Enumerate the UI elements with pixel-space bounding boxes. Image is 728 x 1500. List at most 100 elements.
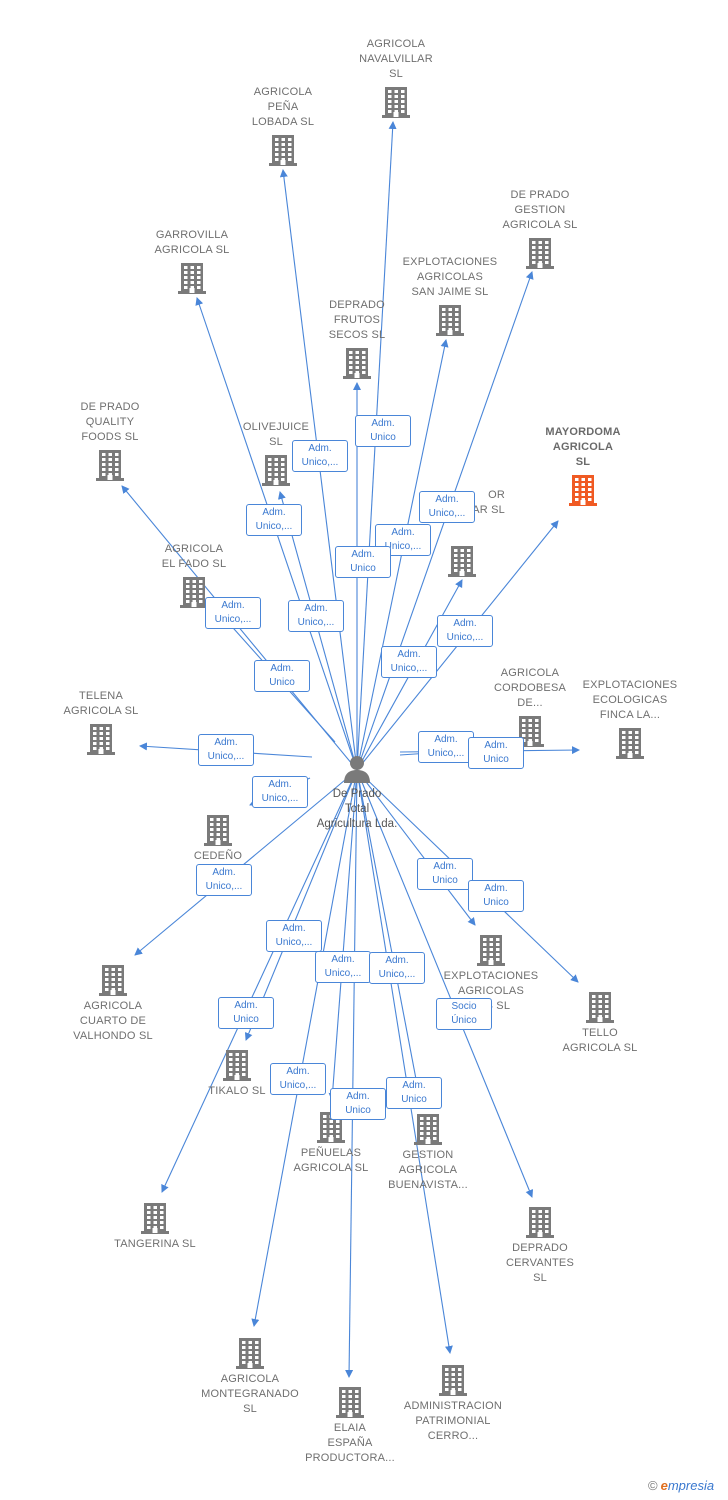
edge-buenavista	[356, 769, 423, 1101]
company-name: OLIVEJUICE SL	[242, 421, 310, 448]
building-icon	[141, 1203, 169, 1234]
company-name: AGRICOLA NAVALVILLAR SL	[359, 38, 433, 80]
building-icon	[96, 450, 124, 481]
building-icon	[236, 1338, 264, 1369]
company-node-mayordoma[interactable]: MAYORDOMA AGRICOLA SL	[518, 425, 648, 507]
building-icon	[616, 728, 644, 759]
edge-label-cordobesa[interactable]: Adm. Unico,...	[418, 731, 474, 763]
edge-label-cedeno[interactable]: Adm. Unico,...	[252, 776, 308, 808]
company-name: AGRICOLA CUARTO DE VALHONDO SL	[73, 1000, 153, 1042]
company-node-admin-cerro[interactable]: ADMINISTRACION PATRIMONIAL CERRO...	[388, 1363, 518, 1444]
edge-label-admin-cerro[interactable]: Adm. Unico	[386, 1077, 442, 1109]
building-icon	[223, 1050, 251, 1081]
edge-label-telena[interactable]: Adm. Unico,...	[198, 734, 254, 766]
brand-initial: e	[660, 1478, 668, 1493]
center-person-node[interactable]: De Prado Total Agricultura Lda.	[297, 754, 417, 832]
company-name: TELENA AGRICOLA SL	[63, 690, 139, 717]
edge-label-tangerina[interactable]: Adm. Unico	[218, 997, 274, 1029]
edge-label-olivar[interactable]: Adm. Unico,...	[381, 646, 437, 678]
edge-elaia	[345, 769, 358, 1378]
company-name: EXPLOTACIONES AGRICOLAS SAN JAIME SL	[402, 256, 498, 298]
building-icon	[262, 455, 290, 486]
edge-label-penuelas[interactable]: Adm. Unico,...	[315, 951, 371, 983]
building-icon	[526, 238, 554, 269]
person-icon	[344, 756, 370, 783]
company-node-montegranado[interactable]: AGRICOLA MONTEGRANADO SL	[185, 1336, 315, 1417]
edge-label-garrovilla[interactable]: Adm. Unico,...	[246, 504, 302, 536]
company-node-cervantes[interactable]: DEPRADO CERVANTES SL	[475, 1205, 605, 1286]
company-node-olivar[interactable]: OR OLIVAR SL	[447, 489, 505, 578]
company-name: DE PRADO GESTION AGRICOLA SL	[502, 189, 578, 231]
edge-label-elaia[interactable]: Adm. Unico	[330, 1088, 386, 1120]
edge-label-cervantes[interactable]: Socio Único	[436, 998, 492, 1030]
edge-label-deprado-gestion[interactable]: Adm. Unico,...	[419, 491, 475, 523]
company-name: EXPLOTACIONES ECOLOGICAS FINCA LA...	[582, 679, 678, 721]
company-node-finca-la[interactable]: EXPLOTACIONES ECOLOGICAS FINCA LA...	[565, 678, 695, 760]
company-node-frutos-secos[interactable]: DEPRADO FRUTOS SECOS SL	[292, 298, 422, 380]
edge-tikalo	[244, 769, 358, 1041]
building-icon	[269, 135, 297, 166]
company-node-tello[interactable]: TELLO AGRICOLA SL	[535, 990, 665, 1056]
company-node-pena-lobada[interactable]: AGRICOLA PEÑA LOBADA SL	[218, 85, 348, 167]
building-icon	[569, 475, 597, 506]
building-icon	[99, 965, 127, 996]
company-name: AGRICOLA CORDOBESA DE...	[493, 667, 567, 709]
edge-label-pena-lobada[interactable]: Adm. Unico,...	[292, 440, 348, 472]
company-node-telena[interactable]: TELENA AGRICOLA SL	[36, 689, 166, 756]
company-node-navalvillar[interactable]: AGRICOLA NAVALVILLAR SL	[331, 37, 461, 119]
company-node-tangerina[interactable]: TANGERINA SL	[90, 1201, 220, 1252]
edge-label-mayordoma[interactable]: Adm. Unico,...	[437, 615, 493, 647]
company-node-cordobesa[interactable]: AGRICOLA CORDOBESA DE...	[465, 666, 595, 748]
edge-label-cuarto-valhondo[interactable]: Adm. Unico,...	[196, 864, 252, 896]
company-node-olivejuice[interactable]: OLIVEJUICE SL	[211, 420, 341, 487]
company-node-deprado-gestion[interactable]: DE PRADO GESTION AGRICOLA SL	[475, 188, 605, 270]
company-node-garrovilla[interactable]: GARROVILLA AGRICOLA SL	[127, 228, 257, 295]
building-icon	[414, 1114, 442, 1145]
company-node-buenavista[interactable]: GESTION AGRICOLA BUENAVISTA...	[363, 1112, 493, 1193]
edge-label-olivejuice[interactable]: Adm. Unico,...	[288, 600, 344, 632]
company-name: GARROVILLA AGRICOLA SL	[154, 229, 230, 256]
edge-cuarto-valhondo	[134, 769, 358, 956]
edge-montegranado	[251, 769, 358, 1327]
edge-label-finca-la[interactable]: Adm. Unico	[468, 737, 524, 769]
edge-label-explot-tas[interactable]: Adm. Unico	[417, 858, 473, 890]
building-icon	[178, 263, 206, 294]
edge-label-san-jaime[interactable]: Adm. Unico,...	[375, 524, 431, 556]
company-name: ELAIA ESPAÑA PRODUCTORA...	[305, 1422, 395, 1464]
building-icon	[448, 546, 476, 577]
building-icon	[87, 724, 115, 755]
edge-label-montegranado[interactable]: Adm. Unico,...	[270, 1063, 326, 1095]
footer-brand[interactable]: ©empresia	[648, 1478, 714, 1493]
center-person-name: De Prado Total Agricultura Lda.	[316, 788, 398, 830]
building-icon	[382, 87, 410, 118]
company-name: TANGERINA SL	[114, 1238, 196, 1250]
company-name: TIKALO SL	[208, 1085, 266, 1097]
company-node-cuarto-valhondo[interactable]: AGRICOLA CUARTO DE VALHONDO SL	[48, 963, 178, 1044]
company-node-el-fado[interactable]: AGRICOLA EL FADO SL	[129, 542, 259, 609]
company-name: PEÑUELAS AGRICOLA SL	[293, 1147, 369, 1174]
company-node-tikalo[interactable]: TIKALO SL	[172, 1048, 302, 1099]
company-name: DE PRADO QUALITY FOODS SL	[80, 401, 140, 443]
edge-label-frutos-secos[interactable]: Adm. Unico	[335, 546, 391, 578]
building-icon	[180, 577, 208, 608]
edge-label-tello[interactable]: Adm. Unico	[468, 880, 524, 912]
building-icon	[586, 992, 614, 1023]
company-name: DEPRADO CERVANTES SL	[505, 1242, 575, 1284]
edge-label-el-fado[interactable]: Adm. Unico	[254, 660, 310, 692]
building-icon	[526, 1207, 554, 1238]
edge-label-buenavista[interactable]: Adm. Unico,...	[369, 952, 425, 984]
edge-label-navalvillar[interactable]: Adm. Unico	[355, 415, 411, 447]
company-name: DEPRADO FRUTOS SECOS SL	[328, 299, 386, 341]
company-node-quality-foods[interactable]: DE PRADO QUALITY FOODS SL	[45, 400, 175, 482]
company-name: GESTION AGRICOLA BUENAVISTA...	[388, 1149, 468, 1191]
edge-label-quality-foods[interactable]: Adm. Unico,...	[205, 597, 261, 629]
edge-label-tikalo[interactable]: Adm. Unico,...	[266, 920, 322, 952]
company-node-san-jaime[interactable]: EXPLOTACIONES AGRICOLAS SAN JAIME SL	[385, 255, 515, 337]
building-icon	[436, 305, 464, 336]
company-node-elaia[interactable]: ELAIA ESPAÑA PRODUCTORA...	[285, 1385, 415, 1466]
company-name: AGRICOLA EL FADO SL	[161, 543, 227, 570]
company-name: AGRICOLA MONTEGRANADO SL	[201, 1373, 299, 1415]
copyright-symbol: ©	[648, 1478, 658, 1493]
building-icon	[516, 716, 544, 747]
brand-name: mpresia	[667, 1478, 715, 1493]
